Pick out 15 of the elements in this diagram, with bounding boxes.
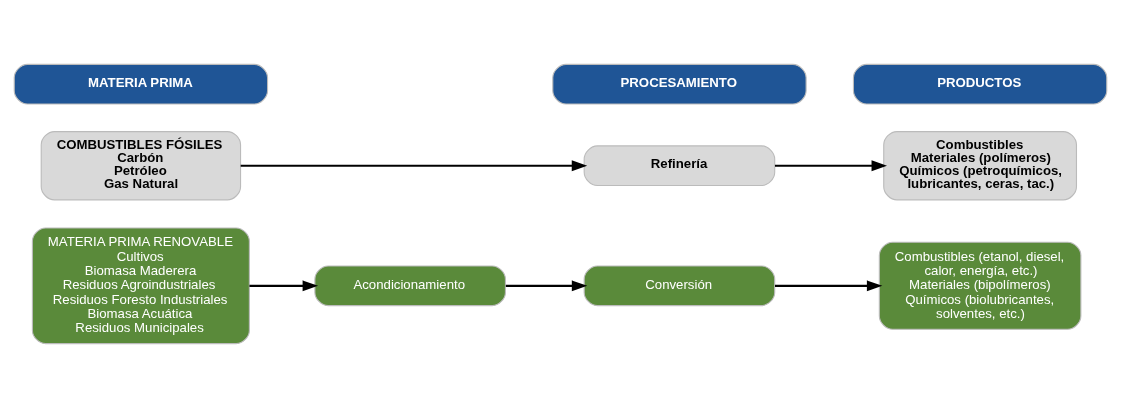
arrow	[505, 280, 588, 292]
node-box: Conversión	[583, 265, 776, 307]
node-box: Refinería	[583, 145, 776, 187]
arrow	[775, 280, 883, 292]
arrow	[240, 160, 588, 172]
node-box: Combustibles (etanol, diesel, calor, energía, etc.) Materiales (bipolímeros) Químicos (biolubricantes, solventes, etc.)	[878, 241, 1082, 330]
node-box: Acondicionamiento	[314, 265, 506, 307]
node-box: Combustibles Materiales (polímeros) Químicos (petroquímicos, lubricantes, ceras, tac.)	[883, 131, 1078, 201]
node-box: PROCESAMIENTO	[552, 63, 807, 105]
node-box: MATERIA PRIMA	[13, 63, 269, 105]
node-box: MATERIA PRIMA RENOVABLE Cultivos Biomasa Maderera Residuos Agroindustriales Residuos Foresto Industriales Biomasa Acuática Residuos Municipales	[31, 227, 250, 345]
arrow	[249, 280, 319, 292]
node-box: COMBUSTIBLES FÓSILES Carbón Petróleo Gas Natural	[40, 131, 242, 201]
node-box: PRODUCTOS	[852, 63, 1108, 105]
arrow	[775, 160, 887, 172]
